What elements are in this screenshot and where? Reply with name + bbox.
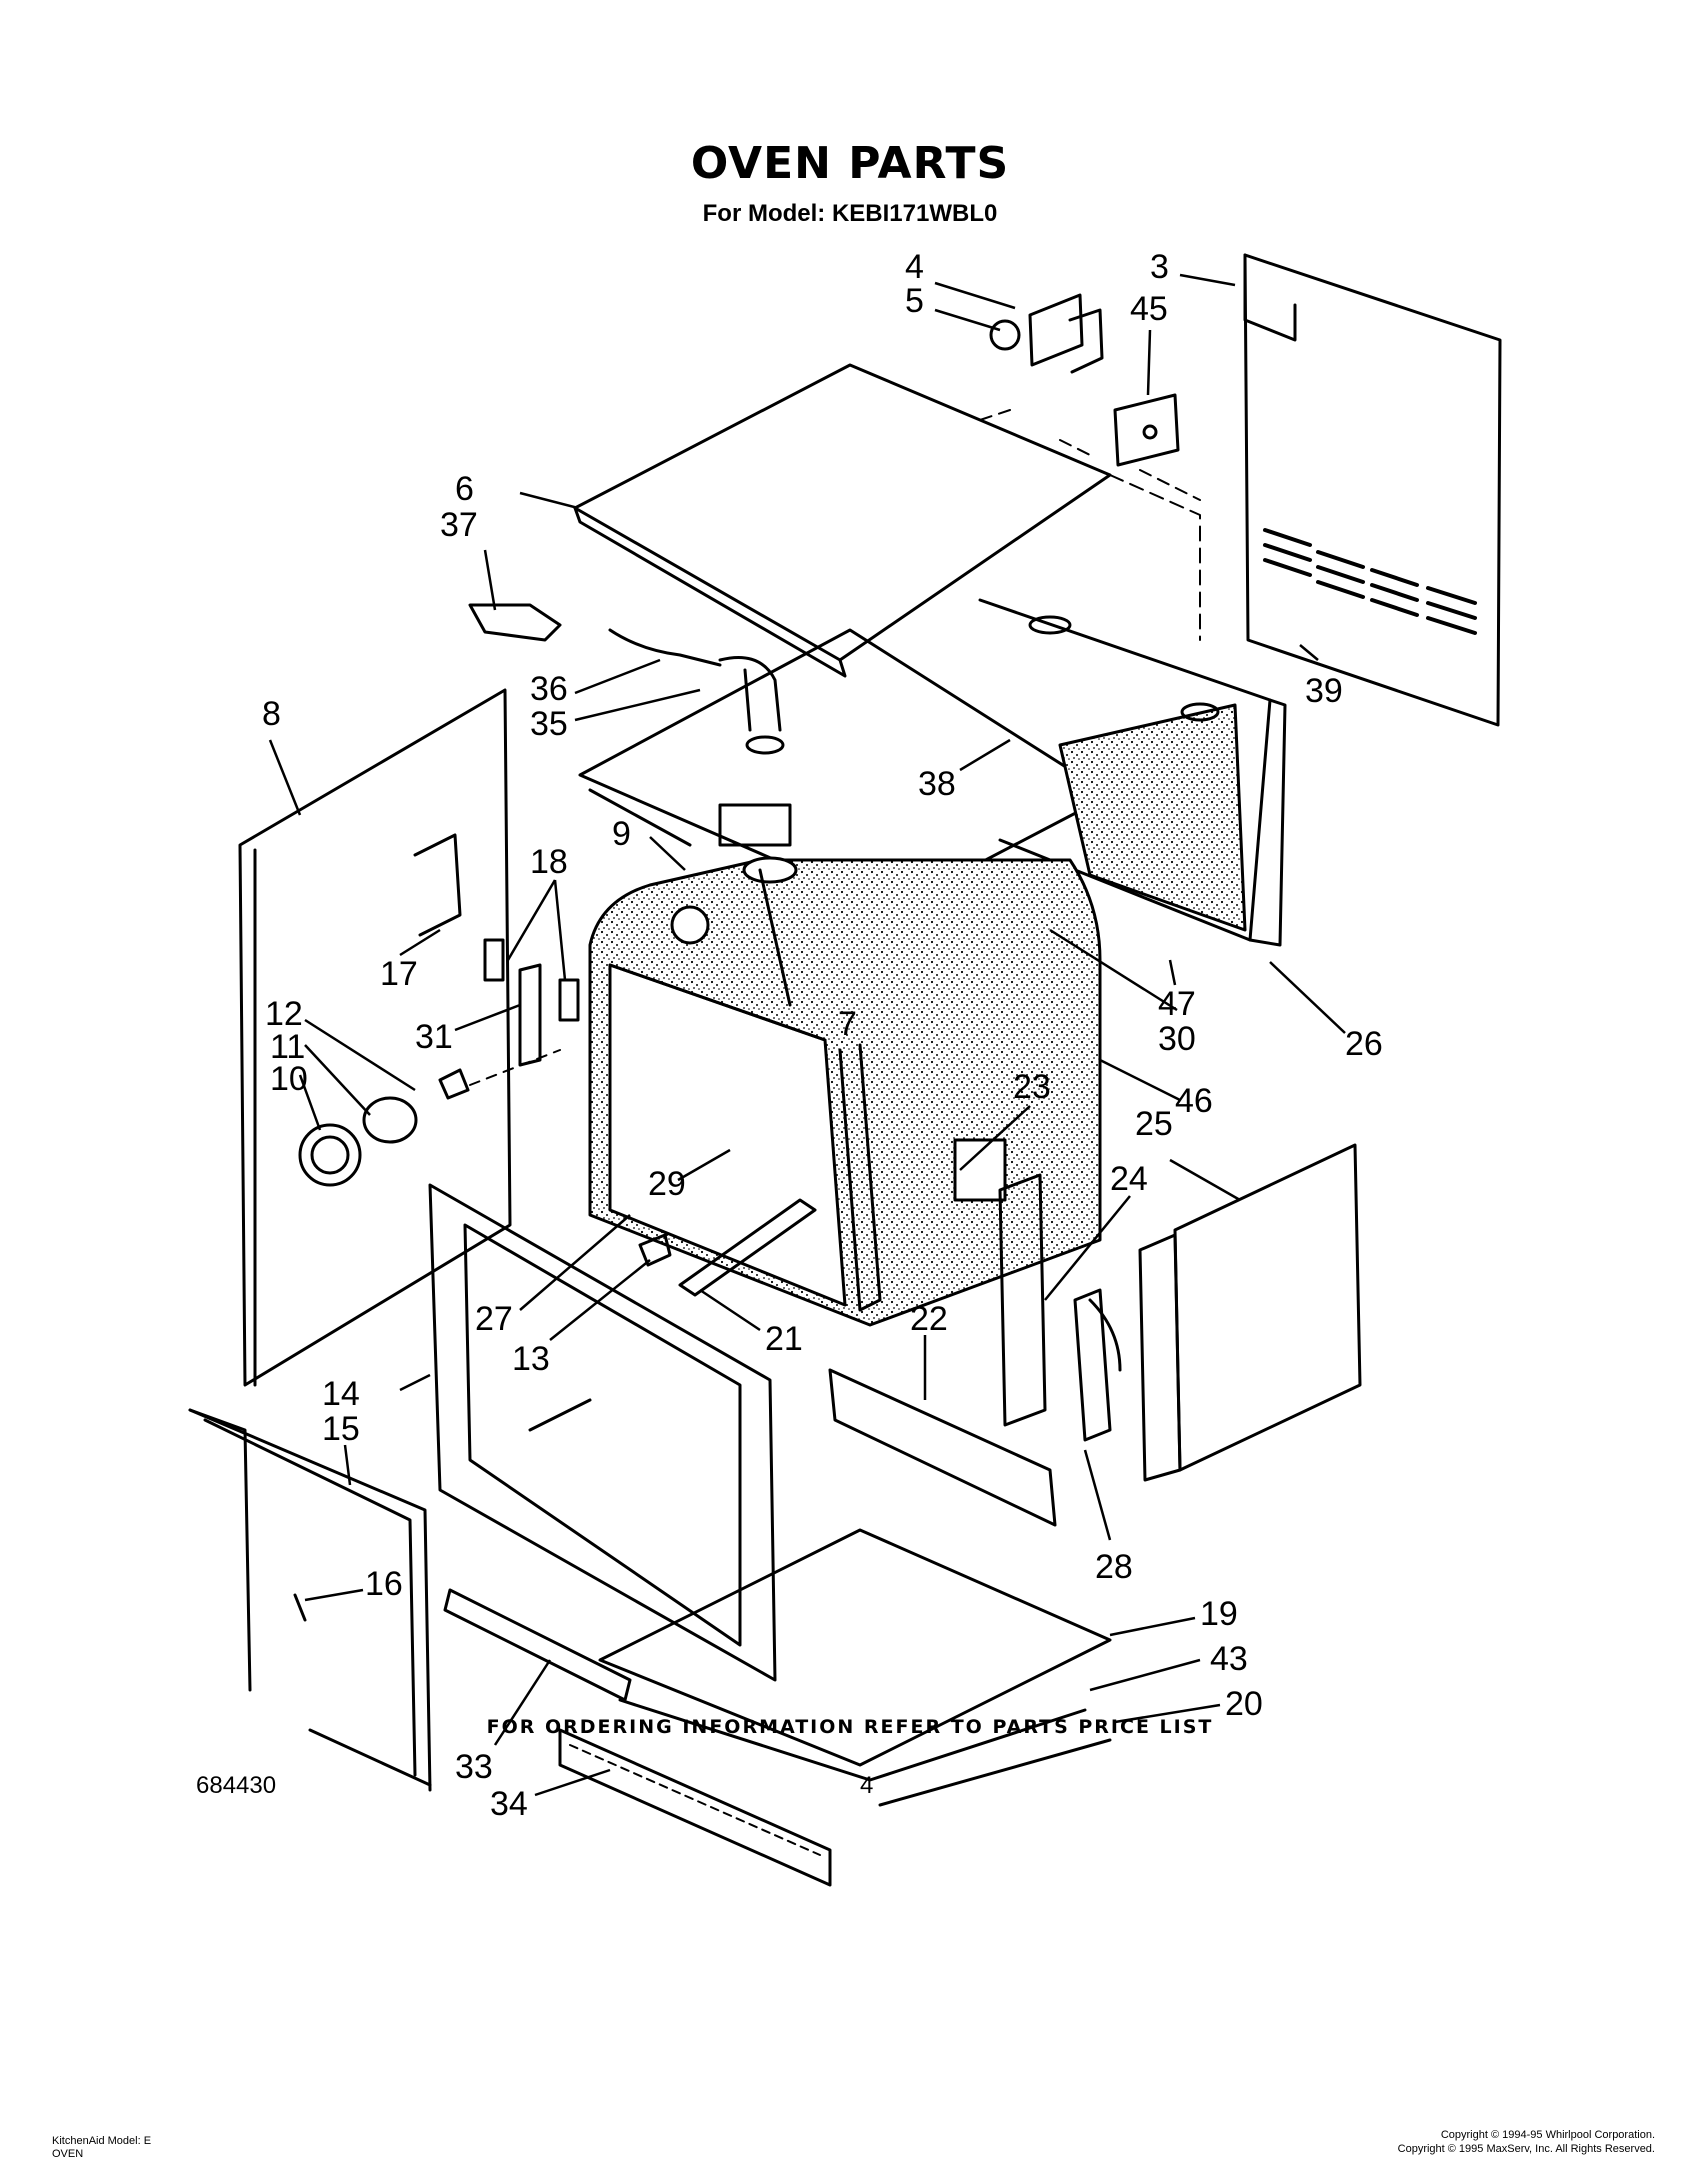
copyright-line: Copyright © 1995 MaxServ, Inc. All Right…: [1397, 2143, 1655, 2155]
callout-label: 6: [455, 470, 474, 508]
callout-label: 13: [512, 1340, 550, 1378]
callout-label: 36: [530, 670, 568, 708]
callout-label: 38: [918, 765, 956, 803]
callout-label: 34: [490, 1785, 528, 1823]
callout-label: 43: [1210, 1640, 1248, 1678]
callout-label: 45: [1130, 290, 1168, 328]
callout-label: 25: [1135, 1105, 1173, 1143]
callout-label: 3: [1150, 248, 1169, 286]
callout-label: 17: [380, 955, 418, 993]
callout-label: 8: [262, 695, 281, 733]
door-trim-parts: [443, 1588, 832, 1887]
bottom-panel-parts: [598, 1528, 1112, 1807]
ordering-note: FOR ORDERING INFORMATION REFER TO PARTS …: [486, 1716, 1214, 1738]
callout-label: 33: [455, 1748, 493, 1786]
hinge-parts: [483, 938, 580, 1067]
callout-label: 12: [265, 995, 303, 1033]
model-footer-line: KitchenAid Model: E: [52, 2135, 152, 2147]
element-parts: [638, 1198, 1057, 1527]
page-number: 4: [860, 1772, 874, 1799]
callout-label: 10: [270, 1060, 308, 1098]
callout-label: 29: [648, 1165, 686, 1203]
oven-top-wrapper-part: [578, 598, 1287, 947]
callout-label: 16: [365, 1565, 403, 1603]
callout-label: 30: [1158, 1020, 1196, 1058]
callout-label: 22: [910, 1300, 948, 1338]
callout-label: 18: [530, 843, 568, 881]
model-footer-line: OVEN: [52, 2148, 84, 2160]
door-frame-part: [428, 1183, 777, 1682]
callout-label: 46: [1175, 1082, 1213, 1120]
callout-label: 14: [322, 1375, 360, 1413]
callout-label: 11: [270, 1028, 305, 1066]
callout-label: 27: [475, 1300, 513, 1338]
callout-label: 19: [1200, 1595, 1238, 1633]
leader-lines: [268, 273, 1346, 1797]
callout-label: 26: [1345, 1025, 1383, 1063]
callout-label: 23: [1013, 1068, 1051, 1106]
top-panel-part: [573, 363, 1201, 678]
model-footer: KitchenAid Model: E OVEN: [52, 2135, 151, 2161]
callout-label: 4: [905, 248, 924, 286]
callout-label: 28: [1095, 1548, 1133, 1586]
oven-cavity-part: [588, 856, 1102, 1327]
model-subtitle: For Model: KEBI171WBL0: [702, 200, 998, 227]
diagram-title: OVEN PARTS: [690, 138, 1010, 189]
callout-label: 37: [440, 506, 478, 544]
switch-wiring-parts: [468, 603, 785, 755]
callout-label: 24: [1110, 1160, 1148, 1198]
oven-light-parts: [298, 1049, 561, 1187]
callout-label: 5: [905, 282, 924, 320]
document-number: 684430: [196, 1772, 277, 1799]
callout-label: 39: [1305, 672, 1343, 710]
bracket-parts: [979, 293, 1201, 501]
copyright-line: Copyright © 1994-95 Whirlpool Corporatio…: [1440, 2129, 1655, 2141]
copyright-notice: Copyright © 1994-95 Whirlpool Corporatio…: [1398, 2128, 1655, 2156]
callout-label: 20: [1225, 1685, 1263, 1723]
side-panel-part: [238, 688, 512, 1387]
callout-label: 21: [765, 1320, 803, 1358]
callout-label: 15: [322, 1410, 360, 1448]
callout-label: 31: [415, 1018, 453, 1056]
callout-label: 47: [1158, 985, 1196, 1023]
callout-label: 35: [530, 705, 568, 743]
door-gasket-part: [188, 1408, 432, 1792]
right-side-parts: [998, 1143, 1362, 1482]
rear-panel-part: [1243, 253, 1502, 727]
callout-labels: 3 4 5 45 6 37 36 35 8 38 39 9 18 17 31 7…: [262, 248, 1383, 1823]
callout-label: 7: [838, 1005, 857, 1043]
callout-label: 9: [612, 815, 631, 853]
